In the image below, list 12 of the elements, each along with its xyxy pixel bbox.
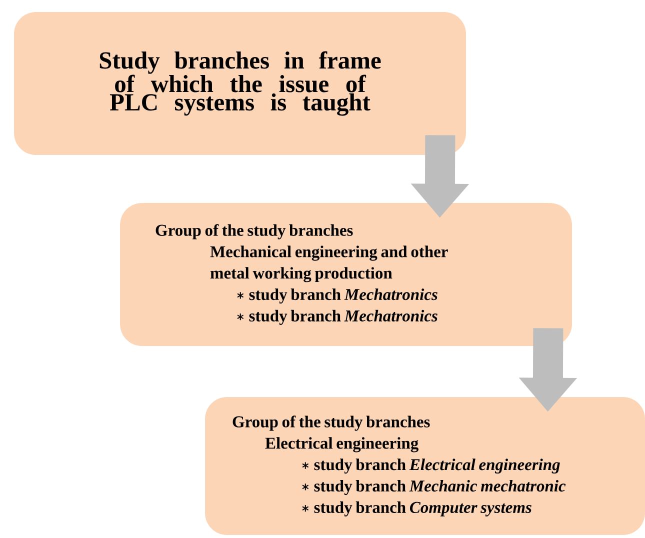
list-item: study branch Mechatronics	[249, 310, 438, 325]
list-item: study branch Mechatronics	[249, 288, 438, 304]
list-item: study branch Computer systems	[314, 501, 532, 516]
title-text: Study branches in frame of which the issue of PLC systems is taught	[100, 51, 381, 116]
rounded-box	[205, 397, 645, 535]
group-name: Electrical engineering	[265, 437, 418, 452]
group-heading: Group of the study branches	[156, 224, 353, 240]
rounded-box	[14, 12, 466, 155]
list-item: study branch Mechanic mechatronic	[314, 480, 566, 495]
rounded-box	[120, 203, 572, 346]
group-heading: Group of the study branches	[232, 416, 430, 431]
list-item: study branch Electrical engineering	[314, 458, 560, 474]
